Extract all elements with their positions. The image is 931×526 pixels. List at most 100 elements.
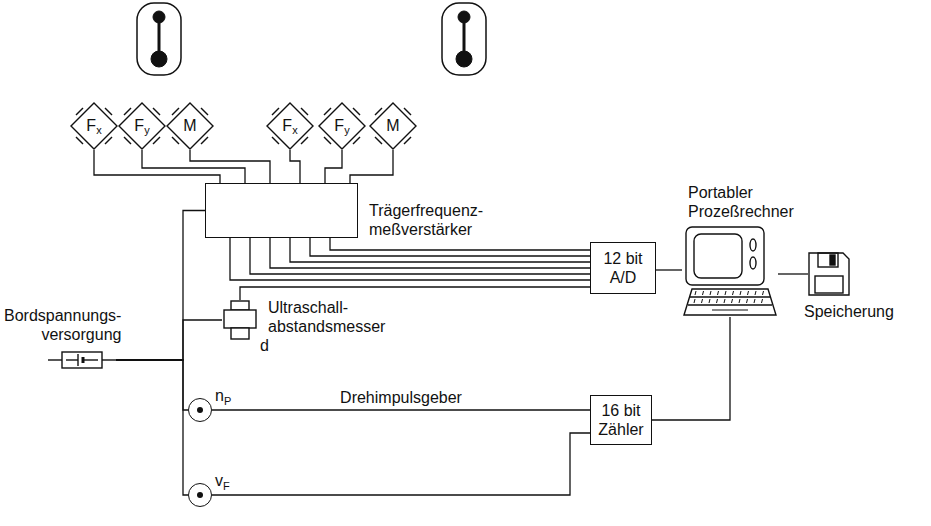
bridge-tick [272, 108, 279, 115]
ultra-node: Ultraschall- abstandsmesserd [222, 300, 258, 340]
connector [116, 320, 222, 360]
computer-icon [682, 225, 778, 317]
edge-label: Drehimpulsgeber [338, 389, 464, 407]
connector [116, 360, 188, 495]
connector [290, 150, 300, 183]
sensor-symbol: F [134, 117, 144, 135]
keyboard-row [688, 304, 772, 305]
bridge-tick [124, 137, 131, 144]
battery-lead [83, 359, 98, 360]
bridge-tick [105, 108, 112, 115]
signal-subscript: P [224, 395, 231, 407]
floppy-node: Speicherung [808, 252, 850, 296]
bridge-tick [201, 108, 208, 115]
sensor-label: Fx [70, 102, 118, 150]
keyboard-key [755, 291, 756, 295]
battery-lead [66, 359, 78, 360]
bridge-tick [324, 137, 331, 144]
bridge-outline [267, 103, 313, 149]
sensor-subscript: y [144, 125, 150, 136]
bridge-tick [404, 108, 411, 115]
ultra-label: Ultraschall- abstandsmesser [268, 298, 385, 336]
wheel-axle [463, 22, 466, 52]
bridge-tick [153, 137, 160, 144]
keyboard-key [702, 299, 703, 303]
bridge-tick [153, 108, 160, 115]
floppy-slot [830, 255, 835, 265]
bridge-tick [201, 137, 208, 144]
keyboard-key [732, 299, 733, 303]
computer-label: Portabler Prozeßrechner [688, 183, 794, 221]
wheel-icon [442, 3, 486, 75]
process-box: 12 bit A/D [590, 242, 656, 294]
bridge-sensor: Fx [266, 102, 314, 150]
bridge-tick [172, 108, 179, 115]
keyboard-key [724, 299, 725, 303]
connector [778, 273, 808, 274]
monitor-knob [750, 257, 756, 269]
bridge-tick [172, 137, 179, 144]
sensor-dot [197, 407, 203, 413]
wheel-hub [151, 51, 167, 67]
keyboard-key [740, 291, 741, 295]
wheel-outline [442, 3, 486, 75]
wheel-hub [153, 11, 165, 23]
bridge-tick [76, 108, 83, 115]
supply-lead [48, 359, 62, 360]
connector [94, 150, 220, 183]
connector [116, 360, 188, 410]
connector [212, 433, 590, 495]
battery-plate [77, 354, 78, 366]
computer-node: Portabler Prozeßrechner [682, 225, 778, 317]
bridge-tick [124, 108, 131, 115]
connector [212, 409, 590, 410]
connector [142, 150, 245, 183]
bridge-sensor: M [369, 102, 417, 150]
ultrasonic-sensor [222, 300, 258, 340]
keyboard-key [703, 291, 704, 295]
battery-symbol [48, 350, 116, 370]
keyboard-key [718, 291, 719, 295]
connector [325, 150, 342, 183]
process-box: 16 bit Zähler [590, 395, 652, 445]
bridge-outline [71, 103, 117, 149]
amplifier-label: Trägerfrequenz- meßverstärker [369, 201, 483, 239]
sensor-subscript: x [292, 125, 298, 136]
sensor-symbol: F [282, 117, 292, 135]
bridge-outline [119, 103, 165, 149]
bridge-tick [324, 108, 331, 115]
connector [240, 287, 590, 300]
bridge-outline [370, 103, 416, 149]
keyboard-space [712, 309, 748, 310]
connector [350, 150, 393, 183]
bridge-tick [375, 137, 382, 144]
keyboard-key [709, 299, 710, 303]
bridge-outline [319, 103, 365, 149]
bridge-sensor: Fy [318, 102, 366, 150]
sensor-label: Fy [118, 102, 166, 150]
sensor-top [231, 301, 249, 310]
keyboard-outline [684, 289, 776, 315]
box-label: 16 bit Zähler [596, 401, 646, 439]
wheel-axle [158, 22, 161, 52]
floppy-outline [809, 253, 849, 295]
sensor-label: Fy [318, 102, 366, 150]
sensor-label: vF [215, 472, 230, 490]
battery-housing [62, 352, 102, 368]
amplifier-box: Trägerfrequenz- meßverstärker [205, 183, 358, 238]
sensor-label: nP [215, 387, 231, 405]
bridge-outline [167, 103, 213, 149]
keyboard-key [747, 299, 748, 303]
monitor-screen [694, 234, 742, 278]
keyboard-key [694, 299, 695, 303]
keyboard-key [748, 291, 749, 295]
wheel-hub [456, 51, 472, 67]
signal-symbol: n [215, 387, 224, 404]
sensor-symbol: M [386, 117, 399, 135]
sensor-symbol: F [334, 117, 344, 135]
battery-node: Bordspannungs- versorgung [48, 350, 116, 370]
sensor-label: M [369, 102, 417, 150]
connector [652, 317, 730, 420]
battery-label: Bordspannungs- versorgung [4, 306, 121, 344]
